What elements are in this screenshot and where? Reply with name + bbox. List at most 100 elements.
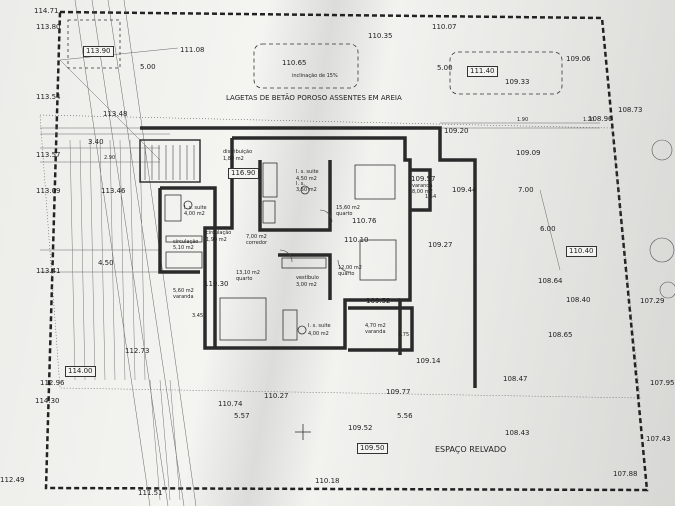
room-label: varanda: [173, 294, 194, 300]
room-area: 5,10 m2: [173, 245, 194, 251]
elevation: 110.74: [218, 400, 243, 408]
dimension: 5.00: [437, 64, 453, 72]
elevation: 108.47: [503, 375, 528, 383]
elevation: 113.57: [36, 151, 61, 159]
stair-box: [67, 19, 121, 69]
dimension: 3.45: [192, 313, 204, 319]
room-label: quarto: [236, 276, 253, 282]
dimension: 6.00: [540, 225, 556, 233]
elevation: 113.48: [103, 110, 128, 118]
room-area: 1,80 m2: [223, 156, 244, 162]
elevation: 109.06: [566, 55, 591, 63]
elevation: 108.40: [566, 296, 591, 304]
level-box: 114.00: [65, 366, 96, 377]
elevation: 110.07: [432, 23, 457, 31]
elevation: 108.64: [538, 277, 563, 285]
room-area: 1,90 m2: [206, 237, 227, 243]
room-label: I. s. suite: [308, 323, 331, 329]
dimension: 5.57: [234, 412, 250, 420]
room-label: corredor: [246, 240, 268, 246]
elevation: 108.65: [548, 331, 573, 339]
room-area: 7,00 m2: [246, 234, 267, 240]
elevation: 110.27: [264, 392, 289, 400]
elevation: 109.33: [505, 78, 530, 86]
elevation: 109.14: [416, 357, 441, 365]
elevation: 110.10: [344, 236, 369, 244]
elevation: 109.52: [366, 297, 391, 305]
room-label: I. s.: [296, 181, 305, 187]
fixtures: [164, 162, 397, 341]
elevation: 107.95: [650, 379, 675, 387]
dimension: 5.00: [140, 63, 156, 71]
elevation: 109.20: [444, 127, 469, 135]
elevation: 109.44: [452, 186, 477, 194]
parking-bay-right: [449, 51, 563, 95]
elevation: 109.09: [516, 149, 541, 157]
elevation: 110.30: [204, 280, 229, 288]
room-label: vestíbulo: [296, 275, 319, 281]
elevation: 114.71: [34, 7, 59, 15]
room-label: distribuição: [223, 149, 253, 155]
elevation: 107.43: [646, 435, 671, 443]
building-walls: [140, 126, 477, 388]
parking-bay-left: [253, 43, 359, 89]
room-label: quarto: [336, 211, 353, 217]
dimension: 5.56: [397, 412, 413, 420]
paving-heading: LAGETAS DE BETÃO POROSO ASSENTES EM AREI…: [226, 94, 402, 102]
elevation: 112.96: [40, 379, 65, 387]
room-area: 5,60 m2: [173, 288, 194, 294]
room-area: 12,00 m2: [338, 265, 362, 271]
elevation: 110.18: [315, 477, 340, 485]
room-label: I. s. suite: [184, 205, 207, 211]
elevation: 113.41: [36, 267, 61, 275]
elevation: 113.54: [36, 93, 61, 101]
dimension: 4.50: [98, 259, 114, 267]
elevation: 112.73: [125, 347, 150, 355]
elevation: 113.09: [36, 187, 61, 195]
dimension: 1.90: [517, 117, 529, 123]
room-label: varanda: [412, 183, 433, 189]
room-area: 13,10 m2: [236, 270, 260, 276]
level-box: 111.40: [467, 66, 498, 77]
elevation: 114.30: [35, 397, 60, 405]
dimension: 7.00: [518, 186, 534, 194]
room-area: 3,00 m2: [296, 282, 317, 288]
elevation: 109.27: [428, 241, 453, 249]
level-box: 110.40: [566, 246, 597, 257]
terrace-outline: [39, 114, 641, 399]
elevation: 111.08: [180, 46, 205, 54]
dimension: 2.90: [104, 155, 116, 161]
elevation: 113.46: [101, 187, 126, 195]
elevation: 108.43: [505, 429, 530, 437]
lawn-heading: ESPAÇO RELVADO: [435, 445, 507, 454]
elevation: 113.80: [36, 23, 61, 31]
room-area: 4,00 m2: [184, 211, 205, 217]
property-boundary: [44, 10, 649, 492]
dimension: 1.54: [425, 194, 437, 200]
elevation: 109.77: [386, 388, 411, 396]
elevation: 109.52: [348, 424, 373, 432]
room-area: 3,50 m2: [296, 187, 317, 193]
staircase: [139, 139, 201, 183]
level-box: 109.50: [357, 443, 388, 454]
dimension: 3.40: [88, 138, 104, 146]
elevation: 108.96: [588, 115, 613, 123]
room-area: 4,00 m2: [308, 331, 329, 337]
room-area: 4,70 m2: [365, 323, 386, 329]
dimension: 1.75: [398, 332, 410, 338]
level-box: 113.90: [83, 46, 114, 57]
elevation: 108.73: [618, 106, 643, 114]
tree-symbols: [649, 139, 675, 299]
room-label: circulação: [173, 239, 199, 245]
room-label: varanda: [365, 329, 386, 335]
room-label: I. s. suite: [296, 169, 319, 175]
elevation: 110.65: [282, 59, 307, 67]
elevation: 111.51: [138, 489, 163, 497]
room-label: circulação: [206, 230, 232, 236]
dimension: 1.20: [583, 117, 595, 123]
room-label: quarto: [338, 271, 355, 277]
level-box: 116.90: [228, 168, 259, 179]
room-area: 4,50 m2: [296, 176, 317, 182]
elevation: 107.88: [613, 470, 638, 478]
